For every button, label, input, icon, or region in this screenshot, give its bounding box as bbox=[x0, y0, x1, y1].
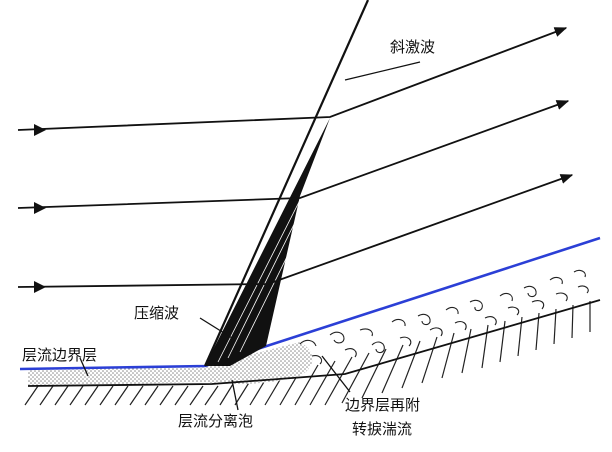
compression-wave-lines bbox=[217, 195, 313, 363]
streamline-2 bbox=[17, 100, 570, 209]
compression-wave-leader bbox=[199, 317, 233, 339]
compression-wave-fan bbox=[205, 118, 330, 366]
leader-lines bbox=[79, 61, 421, 411]
oblique-shock-label: 斜激波 bbox=[390, 38, 436, 56]
separation-bubble-region bbox=[205, 342, 313, 385]
streamline-1 bbox=[17, 27, 568, 131]
streamline-arrowheads bbox=[34, 124, 46, 293]
streamlines bbox=[17, 27, 574, 288]
reattachment-label-line1: 边界层再附 bbox=[345, 396, 421, 414]
reattachment-leader bbox=[321, 355, 351, 393]
separation-bubble-label: 层流分离泡 bbox=[178, 412, 254, 430]
reattachment-label-line2: 转捩湍流 bbox=[352, 420, 413, 438]
turbulent-eddies bbox=[299, 269, 589, 365]
wall-surface bbox=[27, 299, 601, 387]
streamline-3 bbox=[17, 174, 574, 288]
laminar-bl-leader bbox=[79, 357, 89, 377]
boundary-layer-edge bbox=[19, 236, 601, 371]
oblique-shock-line bbox=[203, 0, 370, 367]
separation-bubble-leader bbox=[231, 379, 239, 411]
oblique-shock-leader bbox=[344, 61, 421, 81]
laminar-boundary-layer-region bbox=[28, 366, 210, 386]
compression-wave-label: 压缩波 bbox=[134, 304, 180, 322]
laminar-boundary-layer-label: 层流边界层 bbox=[22, 346, 98, 364]
